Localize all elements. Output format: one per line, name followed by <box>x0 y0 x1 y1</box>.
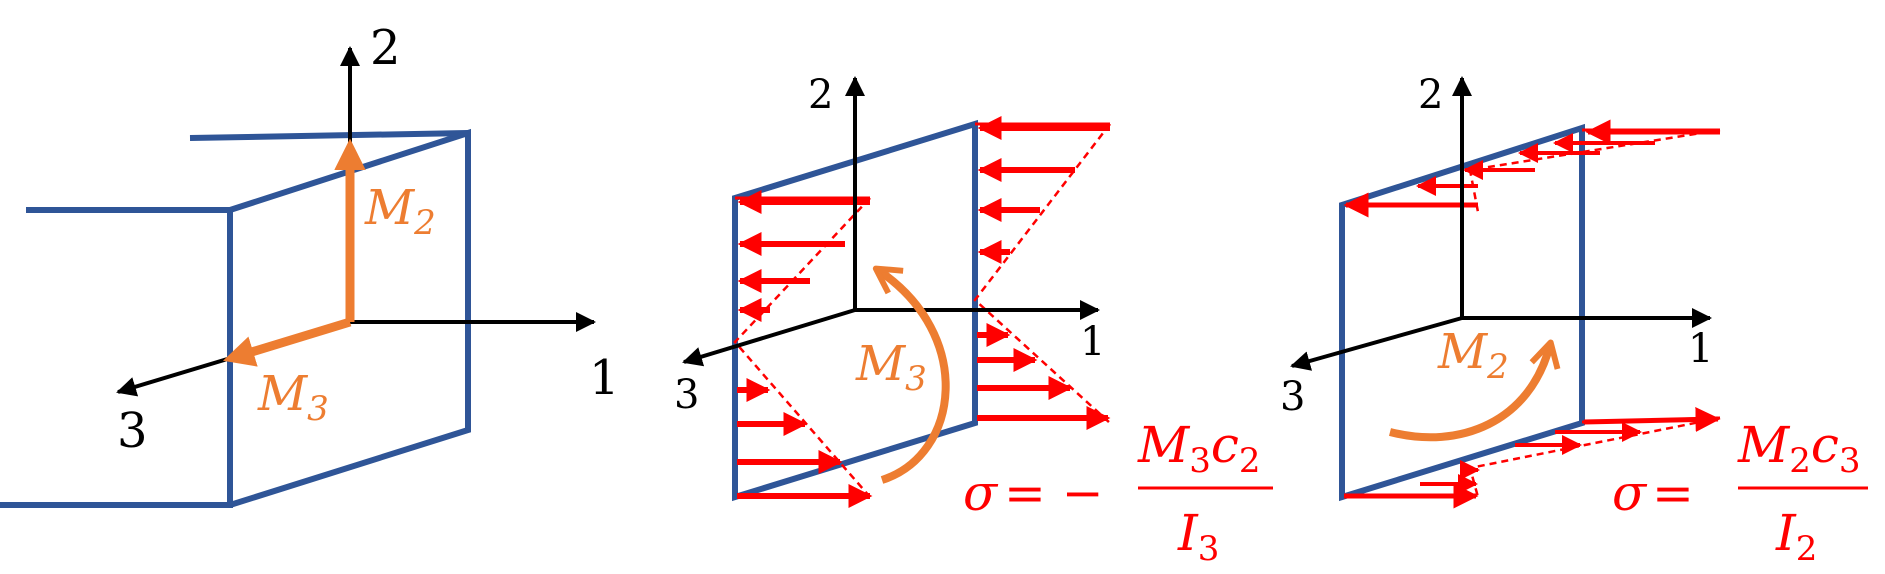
axes-panel2 <box>682 76 1100 367</box>
equation-lhs: σ <box>1612 464 1648 522</box>
axis-1-label: 1 <box>589 350 620 406</box>
moment-m2-label: M2 <box>364 180 436 243</box>
stress-equation-m3: σ = − M3c2 I3 <box>963 416 1273 569</box>
axis-3-label: 3 <box>117 403 148 459</box>
equation-numerator: M3c2 <box>1137 416 1261 481</box>
moment-m2-curved-arrow <box>1389 339 1561 442</box>
beam-top-back-edge <box>189 130 469 141</box>
axis-2-label: 2 <box>808 72 833 118</box>
panel-bending-m2: 1 2 3 M2 σ = M2c3 I2 <box>1280 72 1868 569</box>
axis-1-label: 1 <box>1080 319 1105 365</box>
moment-m2-label: M2 <box>1437 324 1509 387</box>
axis-2-label: 2 <box>370 20 401 76</box>
beam-front-edges <box>0 207 233 508</box>
axes-panel1 <box>116 46 596 397</box>
section-face <box>1339 123 1585 502</box>
axis-3-label: 3 <box>1280 374 1305 420</box>
stress-distribution-top <box>1343 119 1721 218</box>
axis-3-arrow <box>1290 316 1463 371</box>
equation-numerator: M2c3 <box>1737 416 1861 481</box>
moment-m3-arrow <box>222 317 352 367</box>
moment-vectors <box>222 138 366 367</box>
stress-arrow <box>1583 407 1721 433</box>
stress-equation-m2: σ = M2c3 I2 <box>1612 416 1868 569</box>
axis-1-label: 1 <box>1688 326 1713 372</box>
axis-2-label: 2 <box>1418 72 1443 118</box>
stress-profile-back <box>973 123 1111 424</box>
stress-distribution-back <box>973 116 1111 430</box>
moment-m3-label: M3 <box>257 366 329 429</box>
moment-m3-curved-arrow <box>872 265 950 484</box>
equation-denominator: I3 <box>1177 504 1219 569</box>
panel-bending-m3: 1 2 3 M3 σ = − M3c2 I3 <box>674 72 1273 569</box>
stress-distribution-front <box>733 190 873 508</box>
equation-denominator: I2 <box>1775 504 1817 569</box>
equation-relation: = − <box>1004 464 1104 522</box>
panel-beam-moments: 1 2 3 M2 M3 <box>0 20 620 508</box>
axis-3-arrow <box>682 308 856 367</box>
stress-distribution-bottom <box>1344 407 1721 509</box>
axes-panel3 <box>1290 76 1712 371</box>
moment-m3-label: M3 <box>855 336 927 399</box>
section-face <box>732 119 978 502</box>
equation-relation: = <box>1652 464 1694 522</box>
equation-lhs: σ <box>963 464 999 522</box>
axis-3-label: 3 <box>674 372 699 418</box>
